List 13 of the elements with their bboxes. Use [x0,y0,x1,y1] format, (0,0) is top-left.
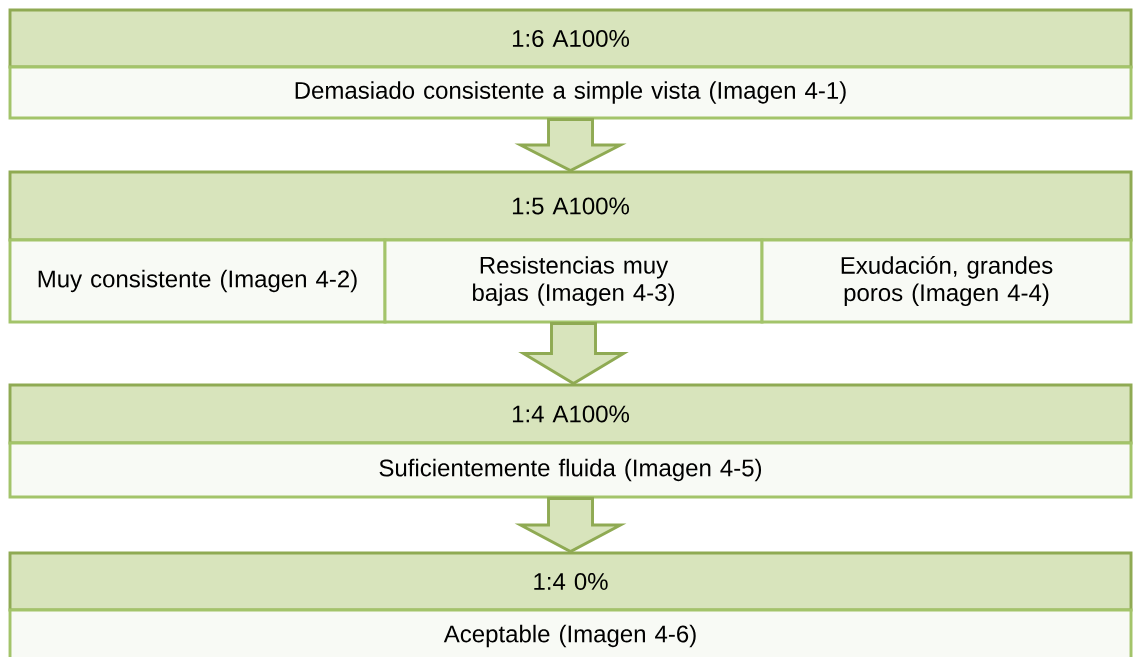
header-band: 1:4 A100% [8,383,1133,445]
result-box: Resistencias muy bajas (Imagen 4-3) [383,238,764,324]
result-box: Aceptable (Imagen 4-6) [8,608,1133,657]
header-band: 1:5 A100% [8,170,1133,242]
block-arrow [518,322,629,386]
result-box: Demasiado consistente a simple vista (Imagen 4-1) [8,65,1133,120]
header-band: 1:4 0% [8,551,1133,612]
result-box: Muy consistente (Imagen 4-2) [8,238,387,324]
header-band: 1:6 A100% [8,8,1133,69]
block-arrow [514,118,627,173]
result-box: Suficientemente fluida (Imagen 4-5) [8,441,1133,499]
block-arrow [514,497,627,554]
result-box: Exudación, grandes poros (Imagen 4-4) [760,238,1133,324]
